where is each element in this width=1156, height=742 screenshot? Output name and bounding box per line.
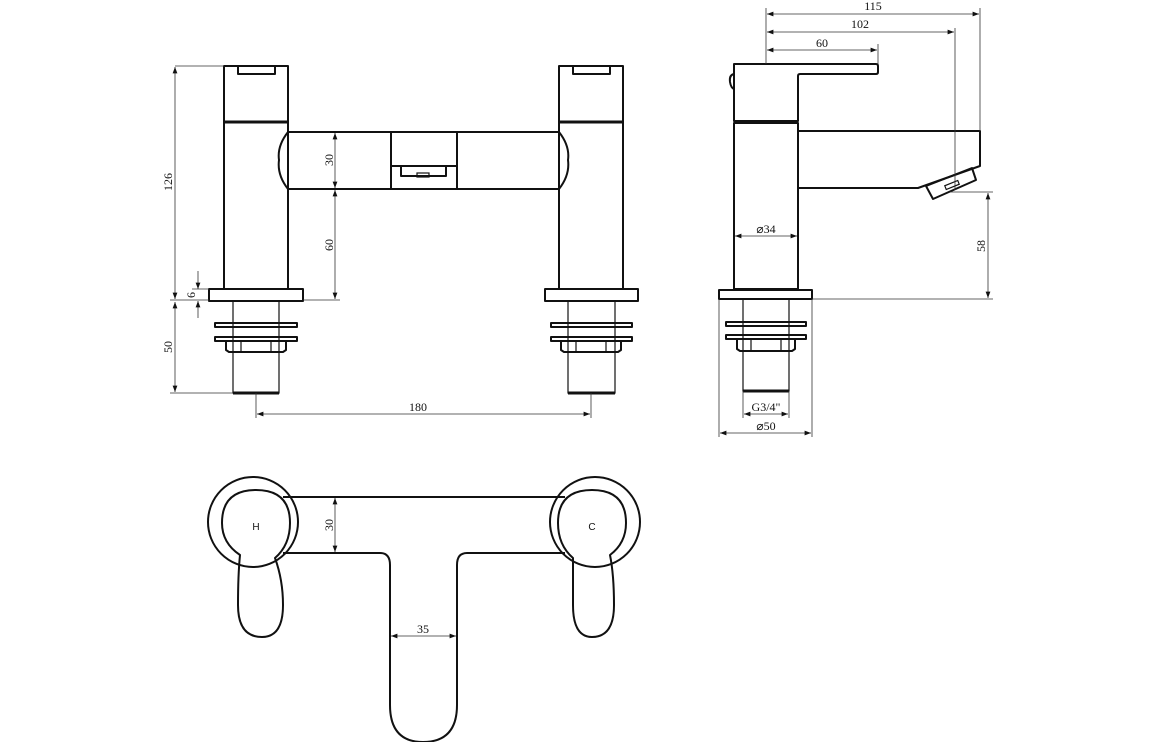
hot-label: H	[252, 522, 259, 533]
front-view: 126 50 6 30 60 180	[161, 65, 639, 418]
dim-6: 6	[184, 292, 198, 298]
dim-58: 58	[974, 240, 988, 252]
top-view: H C 30 35	[207, 476, 641, 742]
spout-bar	[277, 131, 570, 190]
cold-label: C	[588, 522, 595, 533]
dim-60-front: 60	[322, 239, 336, 251]
left-tap-body	[208, 65, 304, 395]
dim-50: 50	[161, 341, 175, 353]
dim-102: 102	[851, 17, 869, 31]
dim-60-side: 60	[816, 36, 828, 50]
dim-30-front: 30	[322, 154, 336, 166]
dim-35: 35	[417, 622, 429, 636]
right-tap-body	[544, 65, 639, 395]
side-view: 115 102 60 ⌀34 58 G3/4" ⌀50	[718, 0, 993, 437]
dim-115: 115	[864, 0, 882, 13]
dim-d34: ⌀34	[756, 222, 775, 236]
dim-126: 126	[161, 173, 175, 191]
dim-g34: G3/4"	[752, 400, 781, 414]
front-dimensions: 126 50 6 30 60 180	[161, 65, 592, 418]
dim-d50: ⌀50	[756, 419, 775, 433]
hot-lever	[221, 489, 291, 638]
side-dimensions: 115 102 60 ⌀34 58 G3/4" ⌀50	[718, 0, 993, 437]
dim-180: 180	[409, 400, 427, 414]
cold-lever	[557, 489, 627, 638]
dim-30-top: 30	[322, 519, 336, 531]
